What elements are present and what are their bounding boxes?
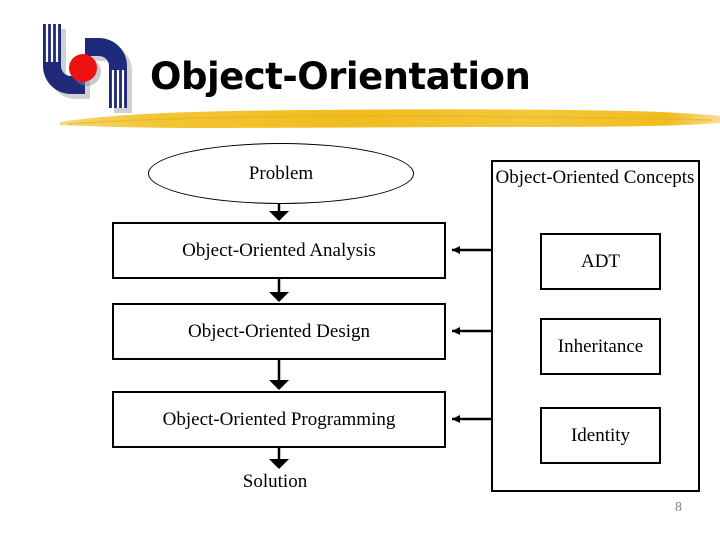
- concepts-panel-title: Object-Oriented Concepts: [495, 167, 695, 188]
- concept-box-identity[interactable]: [540, 407, 661, 464]
- process-box-programming[interactable]: [112, 391, 446, 448]
- concept-box-inheritance[interactable]: [540, 318, 661, 375]
- concept-label-inheritance: Inheritance: [557, 335, 644, 357]
- process-label-analysis: Object-Oriented Analysis: [182, 239, 376, 261]
- concept-label-identity: Identity: [570, 424, 631, 446]
- concept-label-adt: ADT: [580, 250, 621, 272]
- start-node-ellipse: [148, 143, 414, 204]
- page-title: Object-Orientation: [150, 55, 531, 98]
- gold-accent-band: [60, 104, 720, 132]
- concept-box-adt[interactable]: [540, 233, 661, 290]
- process-box-analysis[interactable]: [112, 222, 446, 279]
- end-node-label: Solution: [242, 471, 308, 493]
- company-logo: [33, 22, 137, 120]
- process-box-design[interactable]: [112, 303, 446, 360]
- page-number: 8: [675, 500, 682, 515]
- process-label-programming: Object-Oriented Programming: [162, 408, 396, 430]
- process-label-design: Object-Oriented Design: [187, 320, 371, 342]
- start-node-label: Problem: [248, 162, 314, 184]
